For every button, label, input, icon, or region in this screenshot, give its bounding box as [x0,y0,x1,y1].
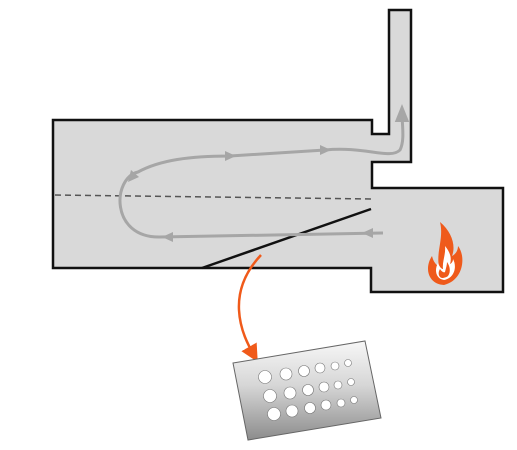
flow-arrowhead [162,232,173,242]
flow-arrowhead [320,145,331,155]
flow-arrowhead [362,228,373,238]
flow-path [118,104,410,239]
sloped-baffle [201,207,372,270]
dashed-divider [54,194,372,200]
perforated-plate-icon [232,340,382,441]
flame-icon [428,222,463,285]
flow-arrowhead [128,170,139,182]
chamber-outline [51,8,505,294]
leader-arrow [237,254,262,363]
flow-arrowhead [225,151,236,161]
